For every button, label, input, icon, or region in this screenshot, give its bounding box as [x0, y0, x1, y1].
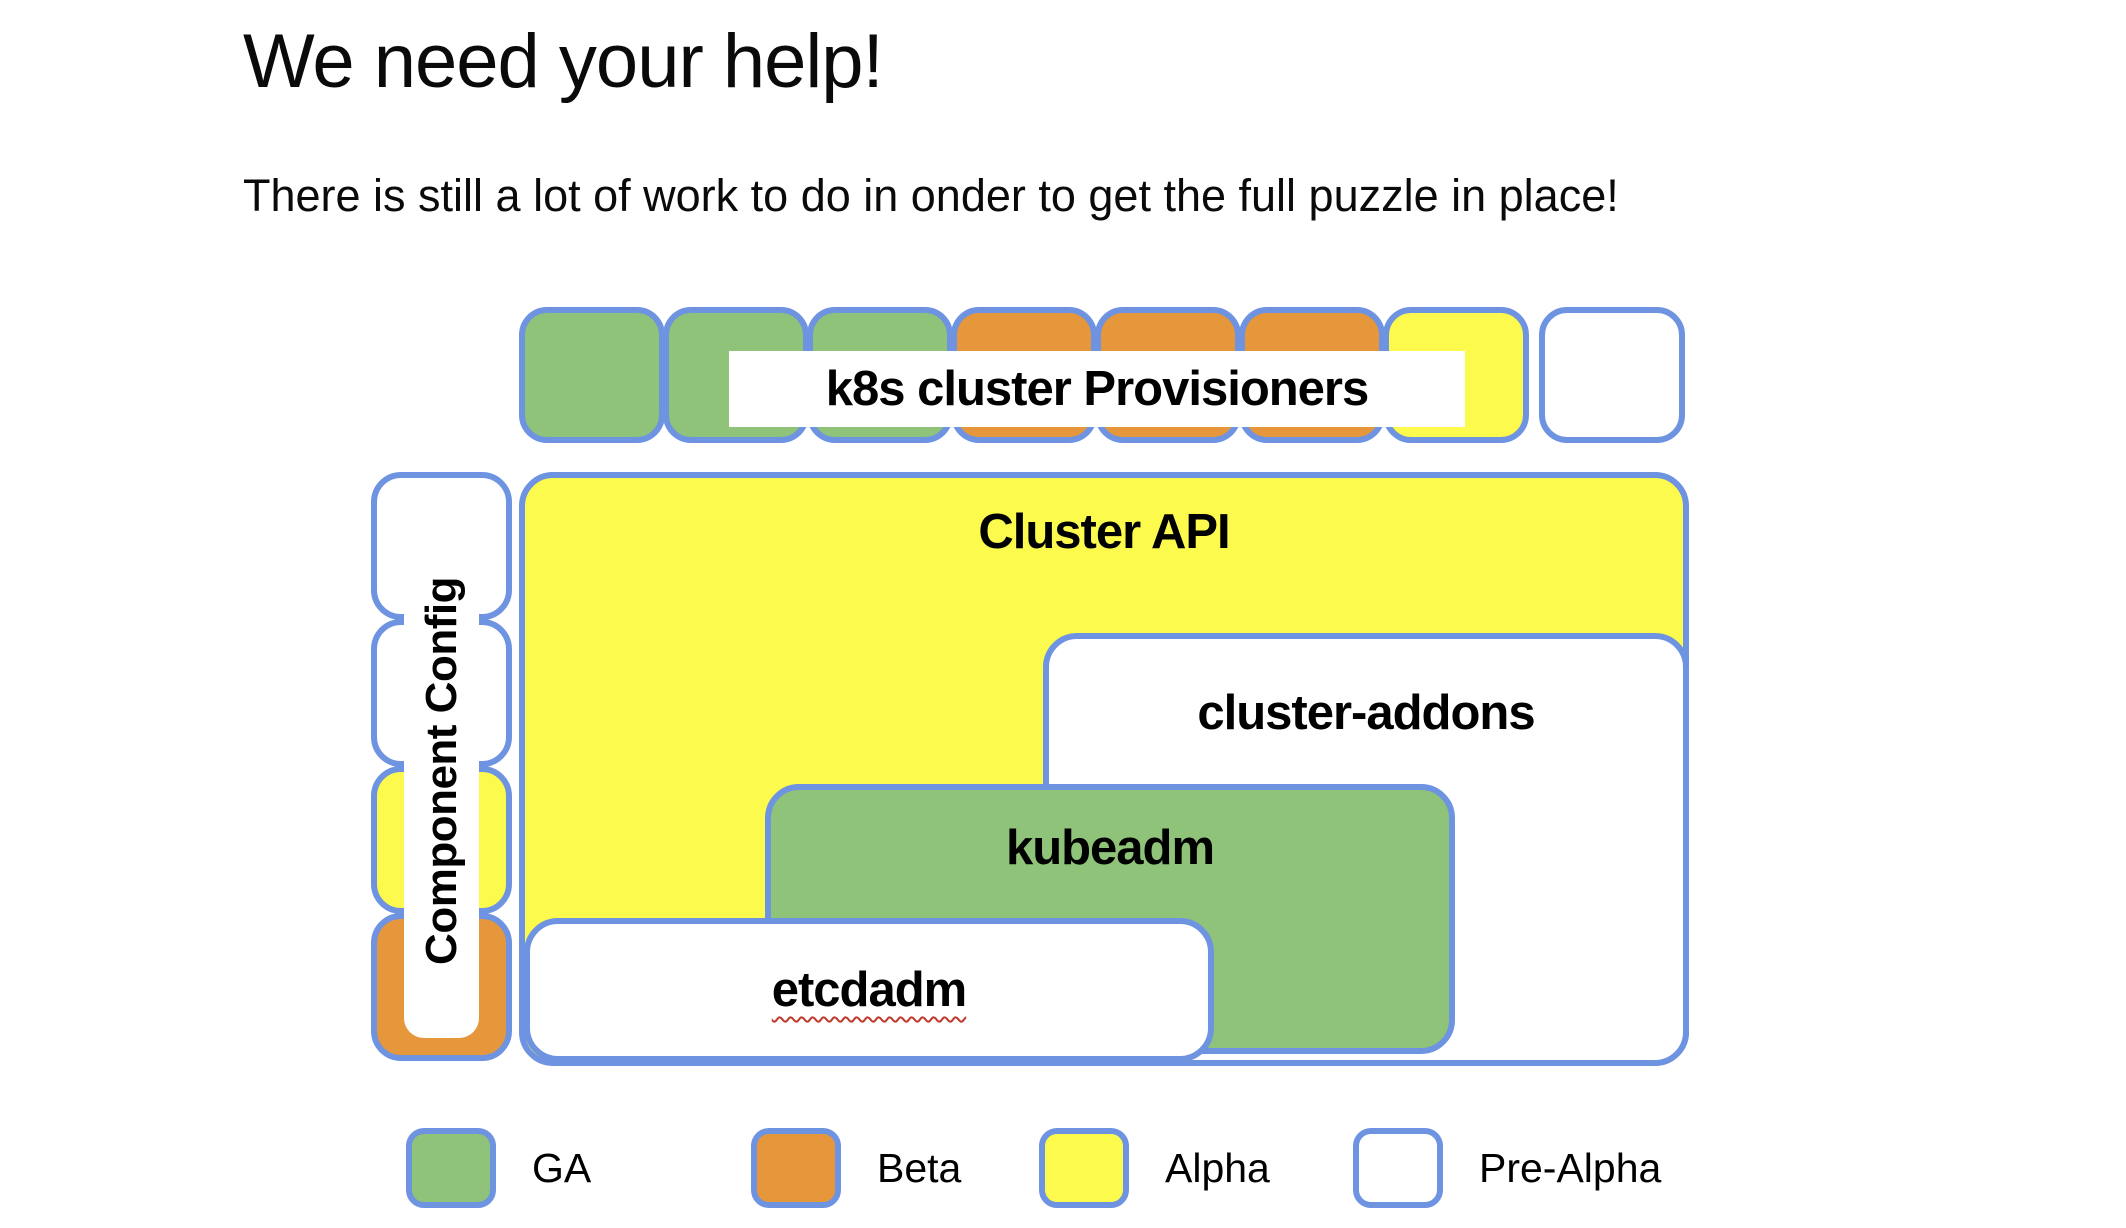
- legend-swatch-alpha: [1039, 1128, 1129, 1208]
- box-etcdadm: etcdadm: [524, 918, 1214, 1062]
- component-config-label-band: Component Config: [404, 503, 479, 1038]
- cluster-api-label: Cluster API: [978, 505, 1230, 559]
- legend-item-pre-alpha: Pre-Alpha: [1353, 1128, 1661, 1208]
- legend-label-alpha: Alpha: [1165, 1144, 1270, 1191]
- subtitle: There is still a lot of work to do in on…: [243, 170, 1619, 221]
- legend-item-alpha: Alpha: [1039, 1128, 1270, 1208]
- provisioner-square-8-white: [1539, 307, 1685, 443]
- provisioners-label: k8s cluster Provisioners: [825, 362, 1370, 416]
- legend-swatch-pre-alpha: [1353, 1128, 1443, 1208]
- legend-label-pre-alpha: Pre-Alpha: [1479, 1144, 1662, 1191]
- provisioner-square-1-green: [519, 307, 665, 443]
- legend-item-beta: Beta: [751, 1128, 961, 1208]
- legend-swatch-beta: [751, 1128, 841, 1208]
- provisioners-label-band: k8s cluster Provisioners: [729, 351, 1465, 427]
- component-config-label: Component Config: [416, 576, 466, 965]
- kubeadm-label: kubeadm: [1005, 821, 1215, 875]
- legend-label-ga: GA: [532, 1144, 592, 1191]
- cluster-addons-label: cluster-addons: [1197, 686, 1535, 740]
- page-title: We need your help!: [243, 19, 884, 104]
- legend-swatch-ga: [406, 1128, 496, 1208]
- legend-label-beta: Beta: [877, 1144, 962, 1191]
- legend-item-ga: GA: [406, 1128, 591, 1208]
- etcdadm-label: etcdadm: [771, 963, 968, 1017]
